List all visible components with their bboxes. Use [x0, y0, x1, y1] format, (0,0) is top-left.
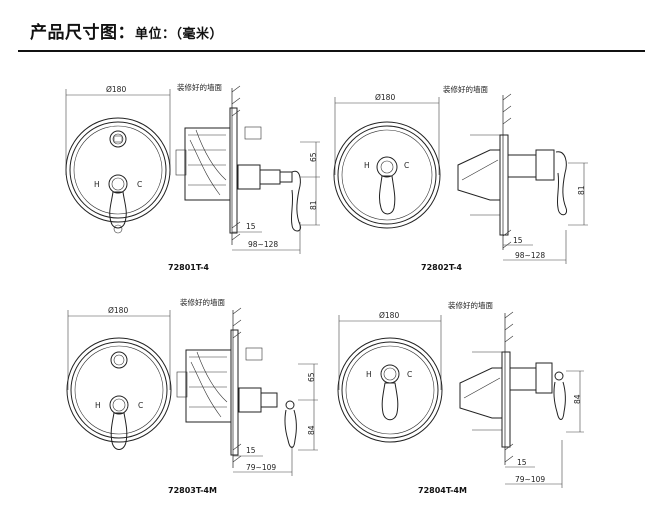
cold-mark: C [407, 370, 412, 379]
handle-side [290, 170, 302, 232]
model-label: 72802T-4 [421, 263, 462, 272]
diameter-label: Ø180 [106, 85, 126, 94]
hot-mark: H [95, 401, 101, 410]
cover-plate [333, 121, 441, 229]
drawing-72802T-4: Ø180 H C 装修好的墙面 81 15 98~128 72802T-4 [333, 84, 588, 272]
cold-mark: C [138, 401, 143, 410]
wall-note: 装修好的墙面 [448, 300, 493, 310]
lever-handle [378, 175, 396, 215]
cold-mark: C [404, 161, 409, 170]
handle-side [553, 381, 566, 420]
cover-plate [65, 117, 171, 223]
dim-range: 79~109 [246, 463, 276, 472]
handle-side [555, 151, 568, 216]
page-title: 产品尺寸图：单位：（毫米） [30, 18, 223, 43]
lever-handle [109, 191, 127, 229]
model-label: 72803T-4M [168, 486, 217, 495]
dim-lower: 84 [307, 425, 316, 435]
lever-handle [381, 382, 399, 421]
valve-body-side [457, 149, 501, 201]
dim-small: 15 [246, 446, 256, 455]
dim-small: 15 [246, 222, 256, 231]
dim-upper: 65 [309, 152, 318, 162]
wall-note: 装修好的墙面 [180, 297, 225, 307]
hot-mark: H [364, 161, 370, 170]
hot-mark: H [94, 180, 100, 189]
wall-note: 装修好的墙面 [443, 84, 488, 94]
diameter-label: Ø180 [108, 306, 128, 315]
dim-lower: 84 [573, 394, 582, 404]
drawing-72803T-4M: Ø180 H C 装修好的墙面 65 84 15 79~109 7 [66, 297, 318, 495]
title-divider [18, 50, 645, 52]
dim-range: 98~128 [248, 240, 278, 249]
diverter-knob [109, 130, 127, 148]
handle-hub [376, 156, 398, 178]
dim-range: 79~109 [515, 475, 545, 484]
valve-body-side [185, 349, 232, 423]
handle-hub [109, 395, 129, 415]
valve-body-side [459, 367, 503, 419]
dim-lower: 81 [577, 185, 586, 195]
hot-mark: H [366, 370, 372, 379]
dim-upper: 65 [307, 372, 316, 382]
diameter-label: Ø180 [375, 93, 395, 102]
drawing-72801T-4: Ø180 H C 装修好的墙面 [65, 82, 320, 272]
handle-side [284, 409, 297, 448]
dim-small: 15 [517, 458, 527, 467]
model-label: 72801T-4 [168, 263, 209, 272]
dim-range: 98~128 [515, 251, 545, 260]
diverter-knob [110, 351, 128, 369]
unit-text: 单位：（毫米） [135, 27, 224, 42]
lever-handle [110, 412, 128, 450]
valve-body-side [184, 127, 231, 201]
title-text: 产品尺寸图： [30, 23, 135, 43]
drawing-72804T-4M: Ø180 H C 装修好的墙面 84 15 79~109 72804T-4M [337, 300, 584, 495]
dim-small: 15 [513, 236, 523, 245]
diameter-label: Ø180 [379, 311, 399, 320]
cold-mark: C [137, 180, 142, 189]
cover-plate [337, 337, 443, 443]
cover-plate [66, 337, 172, 443]
handle-hub [108, 174, 128, 194]
model-label: 72804T-4M [418, 486, 467, 495]
dim-lower: 81 [309, 200, 318, 210]
wall-note: 装修好的墙面 [177, 82, 222, 92]
